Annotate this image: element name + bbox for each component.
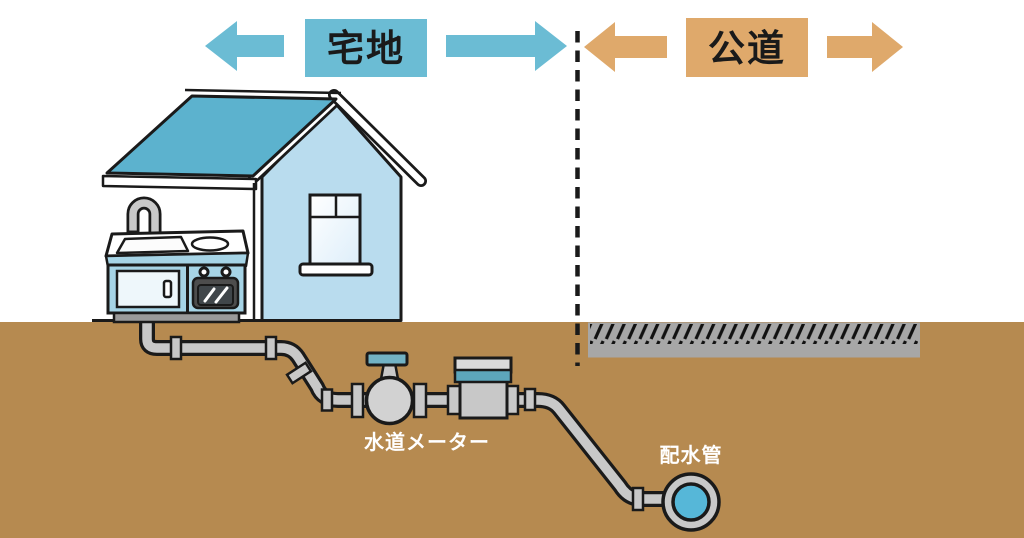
distribution-pipe-label: 配水管 bbox=[660, 443, 723, 467]
faucet-pipe bbox=[129, 199, 159, 252]
roof-ridge-line bbox=[184, 88, 342, 95]
service-pipe bbox=[139, 320, 664, 512]
oven-knob bbox=[220, 266, 232, 278]
sink-basin bbox=[115, 235, 190, 255]
arrow-left-public-icon bbox=[584, 22, 667, 72]
valve-flange-left bbox=[350, 382, 365, 419]
valve-body bbox=[364, 375, 415, 426]
distribution-pipe-opening bbox=[671, 482, 711, 522]
kitchen-unit bbox=[104, 196, 250, 324]
arrow-right-private-icon bbox=[446, 21, 567, 71]
roof-fascia bbox=[101, 174, 258, 191]
public-road-text: 公道 bbox=[708, 28, 786, 69]
arrow-right-public-icon bbox=[827, 22, 903, 72]
gable-trim-right bbox=[330, 91, 425, 185]
valve-handle bbox=[365, 351, 409, 367]
meter-body bbox=[458, 379, 509, 420]
water-meter-label: 水道メーター bbox=[364, 430, 490, 454]
private-area-badge bbox=[305, 19, 427, 77]
pipe-joint bbox=[631, 486, 645, 512]
pipe-joint bbox=[169, 335, 183, 361]
road-hatching bbox=[590, 324, 918, 344]
oven-knob bbox=[198, 266, 210, 278]
roof bbox=[105, 94, 338, 178]
public-road-badge bbox=[686, 18, 808, 77]
house bbox=[92, 88, 427, 322]
stop-valve bbox=[350, 351, 428, 426]
pipe-joint bbox=[320, 388, 334, 412]
valve-flange-right bbox=[412, 382, 428, 419]
meter-band bbox=[453, 368, 513, 384]
distribution-pipe bbox=[661, 472, 721, 532]
faucet bbox=[126, 196, 162, 252]
cooktop-burner bbox=[190, 236, 230, 252]
kick-plate bbox=[112, 311, 241, 324]
pipe-joint bbox=[285, 361, 313, 385]
public-road-label: 公道 bbox=[584, 18, 903, 77]
private-area-text: 宅地 bbox=[327, 27, 405, 69]
window-sill bbox=[298, 262, 374, 277]
window bbox=[298, 193, 374, 277]
pipe-joints bbox=[169, 335, 645, 512]
road-surface bbox=[588, 322, 920, 358]
pipe-joint bbox=[264, 335, 278, 361]
oven-window-glare bbox=[203, 286, 229, 304]
pipe-joint bbox=[523, 387, 537, 412]
arrow-left-private-icon bbox=[205, 21, 284, 71]
private-area-label: 宅地 bbox=[205, 19, 567, 77]
cabinet-door-handle bbox=[162, 279, 173, 299]
meter-flange-left bbox=[446, 384, 462, 416]
water-meter bbox=[446, 356, 520, 420]
